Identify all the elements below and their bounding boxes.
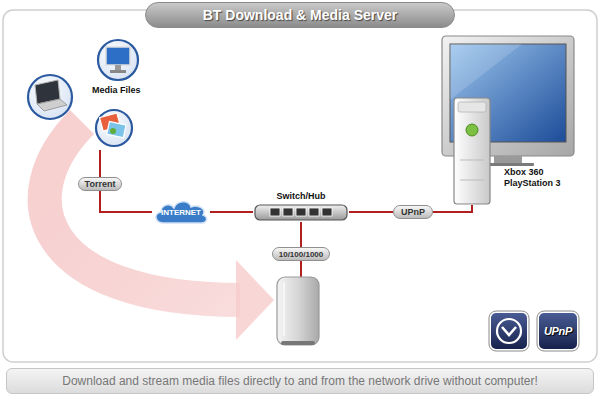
media-devices-art [28, 75, 72, 119]
node-label: INTERNET [152, 200, 210, 224]
upnp-badge [538, 312, 578, 350]
media-devices-art [106, 47, 130, 65]
network-link [210, 211, 253, 213]
media-devices-art [96, 110, 132, 146]
upnp-badge [537, 311, 579, 351]
download-badge [497, 319, 521, 343]
media-devices-art [110, 128, 116, 134]
network-link [433, 205, 472, 212]
game-console-tv: Xbox 360 PlayStation 3 [432, 30, 582, 205]
media-devices-art [98, 40, 138, 80]
media-devices-art [37, 99, 67, 111]
diagram-caption: Download and stream media files directly… [62, 374, 538, 388]
download-badge [489, 311, 529, 351]
transfer-swoosh [45, 122, 240, 300]
node-label: Media Files [92, 85, 141, 95]
download-badge [489, 311, 529, 351]
network-drive [281, 341, 315, 345]
node-label: Xbox 360 PlayStation 3 [504, 167, 576, 189]
network-link [300, 222, 302, 247]
download-badge [502, 327, 516, 335]
badge-text: UPnP [538, 312, 578, 350]
transfer-swoosh [236, 260, 274, 340]
tv-console-art [450, 44, 566, 142]
drive-cable [300, 261, 302, 277]
media-devices-art [110, 70, 126, 73]
diagram-title: BT Download & Media Server [203, 7, 397, 23]
upnp-badge [537, 311, 579, 351]
switch-hub: Switch/Hub [253, 190, 349, 222]
network-link [99, 150, 101, 177]
title-tab: BT Download & Media Server [145, 2, 455, 28]
tv-console-art [466, 124, 478, 136]
tv-console-art [494, 156, 522, 163]
tv-console-art [460, 160, 484, 161]
network-link [100, 191, 152, 212]
media-devices-art [115, 65, 121, 70]
download-badge [490, 312, 528, 350]
network-drive [277, 277, 319, 345]
transfer-swoosh [45, 122, 274, 340]
switch-body [255, 205, 347, 220]
network-drive [277, 277, 319, 345]
switch-body [322, 208, 332, 216]
switch-body [270, 208, 280, 216]
torrent-pill: Torrent [78, 177, 122, 191]
panel-frame [3, 10, 597, 362]
network-drive [283, 282, 285, 336]
tv-console-art [460, 180, 484, 181]
switch-body [283, 208, 293, 216]
media-devices-art [107, 121, 126, 137]
switch-body [309, 208, 319, 216]
node-label: Switch/Hub [253, 190, 349, 202]
upnp-pill: UPnP [393, 205, 433, 219]
speed-pill: 10/100/1000 [272, 247, 330, 261]
switch-body [253, 204, 349, 222]
tv-console-art [450, 44, 522, 100]
node-label: UPnP [401, 207, 425, 217]
tv-console-art [454, 98, 490, 204]
internet-cloud: INTERNET [152, 200, 210, 224]
switch-body [296, 208, 306, 216]
node-label: Torrent [85, 179, 116, 189]
tv-console-art [458, 102, 486, 112]
media-files-group: Media Files [22, 35, 150, 150]
caption-bar: Download and stream media files directly… [6, 368, 594, 394]
node-label: 10/100/1000 [279, 250, 324, 259]
network-link [349, 211, 393, 213]
